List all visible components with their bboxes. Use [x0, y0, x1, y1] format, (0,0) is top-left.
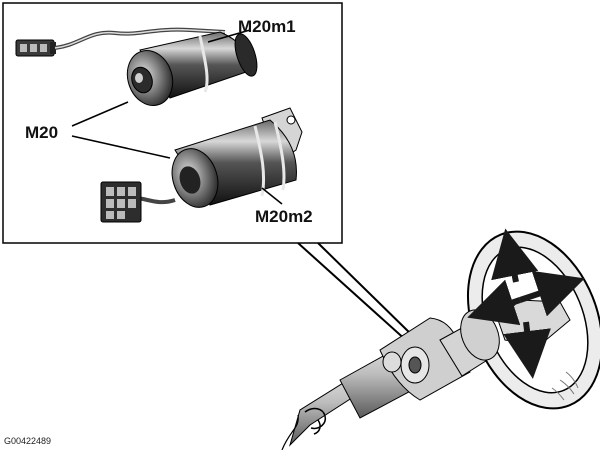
label-m20m1: M20m1	[238, 17, 296, 36]
motor-2-connector-icon	[100, 181, 142, 223]
figure-code: G00422489	[4, 436, 51, 446]
leader-lines	[71, 29, 283, 205]
motor-1-connector-icon	[15, 39, 56, 57]
inset-pointer	[297, 242, 416, 343]
steering-wheel-icon	[460, 230, 600, 410]
label-m20: M20	[25, 123, 58, 142]
motor-m20m1-icon	[15, 27, 258, 106]
steering-column-icon	[281, 317, 501, 450]
motor-m20m2-icon	[100, 107, 303, 223]
label-m20m2: M20m2	[255, 207, 313, 226]
adjustment-arrows-icon	[467, 228, 585, 379]
